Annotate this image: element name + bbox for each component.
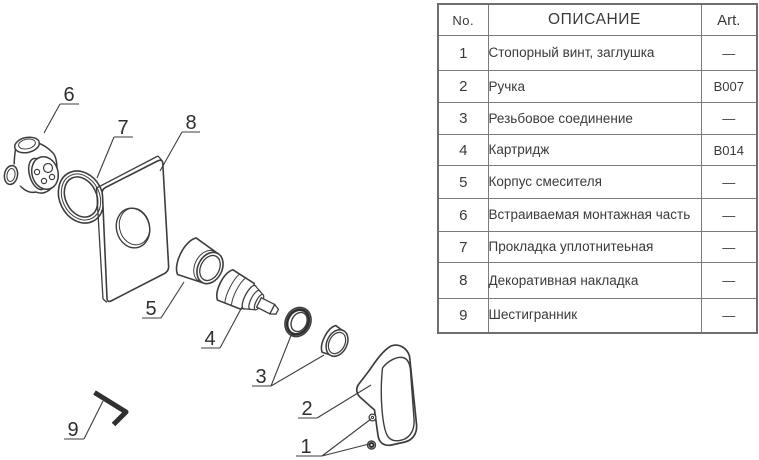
parts-table: No. ОПИСАНИЕ Art. 1 Стопорный винт, загл…	[437, 3, 758, 334]
callout-5: 5	[145, 298, 156, 320]
handle-drawing	[355, 344, 418, 447]
cell-art: B007	[700, 70, 758, 103]
callout-1: 1	[300, 436, 311, 458]
cartridge-drawing	[216, 268, 280, 315]
cell-no: 1	[437, 35, 489, 71]
cell-description: Резьбовое соединение	[487, 102, 702, 135]
table-row: 5 Корпус смесителя —	[437, 165, 758, 199]
leader-lines	[43, 103, 372, 457]
cell-no: 6	[437, 198, 489, 232]
callout-7: 7	[117, 117, 128, 139]
cell-description: Шестигранник	[487, 298, 702, 333]
cell-no: 8	[437, 262, 489, 299]
cell-description: Прокладка уплотнитеьная	[487, 231, 702, 263]
callout-8: 8	[185, 112, 196, 134]
table-row: 1 Стопорный винт, заглушка —	[437, 35, 758, 71]
cell-description: Встраиваемая монтажная часть	[487, 198, 702, 232]
cell-description: Ручка	[487, 70, 702, 103]
cell-art: —	[700, 298, 758, 333]
cell-description: Стопорный винт, заглушка	[487, 35, 702, 71]
gasket-drawing	[57, 170, 105, 224]
cell-art: —	[700, 198, 758, 232]
cell-description: Корпус смесителя	[487, 165, 702, 199]
column-header-no: No.	[437, 3, 489, 36]
cell-description: Картридж	[487, 134, 702, 166]
hex-key-drawing	[93, 390, 129, 427]
cell-description: Декоративная накладка	[487, 262, 702, 299]
column-header-description: ОПИСАНИЕ	[487, 3, 702, 36]
decorative-plate-drawing	[95, 155, 170, 303]
table-header-row: No. ОПИСАНИЕ Art.	[437, 3, 758, 36]
exploded-view-drawing: 6 7 8 5 4 3 2 1 9	[3, 84, 418, 458]
cell-no: 3	[437, 102, 489, 135]
callout-3: 3	[255, 366, 266, 388]
table-row: 8 Декоративная накладка —	[437, 262, 758, 299]
cell-no: 4	[437, 134, 489, 166]
cell-art: —	[700, 231, 758, 263]
table-row: 2 Ручка B007	[437, 70, 758, 103]
callout-2: 2	[301, 398, 312, 420]
cell-art: B014	[700, 134, 758, 166]
table-row: 6 Встраиваемая монтажная часть —	[437, 198, 758, 232]
mounting-part-drawing	[3, 136, 60, 194]
cell-art: —	[700, 262, 758, 299]
column-header-art: Art.	[700, 3, 758, 36]
cell-no: 2	[437, 70, 489, 103]
threaded-ring-b-drawing	[320, 324, 349, 358]
cell-art: —	[700, 35, 758, 71]
cell-no: 5	[437, 165, 489, 199]
cell-no: 7	[437, 231, 489, 263]
callout-4: 4	[204, 328, 215, 350]
threaded-ring-a-drawing	[284, 306, 312, 338]
table-row: 4 Картридж B014	[437, 134, 758, 166]
callout-9: 9	[67, 419, 78, 441]
cell-art: —	[700, 165, 758, 199]
callout-6: 6	[63, 84, 74, 106]
table-row: 7 Прокладка уплотнитеьная —	[437, 231, 758, 263]
cell-no: 9	[437, 298, 489, 333]
table-row: 3 Резьбовое соединение —	[437, 102, 758, 135]
cell-art: —	[700, 102, 758, 135]
mixer-body-drawing	[175, 237, 224, 285]
table-row: 9 Шестигранник —	[437, 298, 758, 333]
